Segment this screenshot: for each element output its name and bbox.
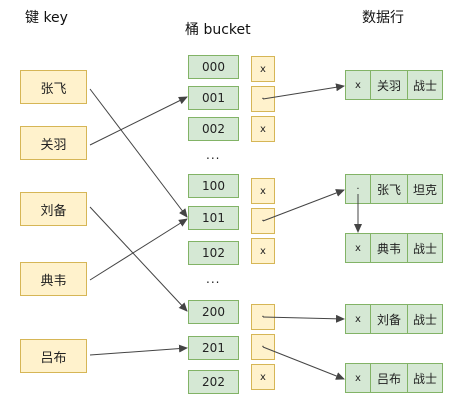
bucket-ellipsis-lower: ... xyxy=(206,272,221,286)
arrow-101-to-zhangfei-row xyxy=(262,189,345,222)
bucket-202: 202 xyxy=(188,370,239,394)
bucket-002: 002 xyxy=(188,117,239,141)
bucket-200: 200 xyxy=(188,300,239,324)
row-name: 张飞 xyxy=(370,174,408,204)
arrow-zhangfei-to-101 xyxy=(89,88,188,218)
row-role: 战士 xyxy=(407,363,443,393)
row-node-lvbu: x 吕布 战士 xyxy=(345,363,443,393)
key-dianwei: 典韦 xyxy=(20,262,87,296)
arrow-lvbu-to-201 xyxy=(89,344,188,356)
bucket-201: 201 xyxy=(188,336,239,360)
arrow-200-to-liubei-row xyxy=(262,314,345,323)
row-name: 刘备 xyxy=(370,304,408,334)
bucket-102: 102 xyxy=(188,241,239,265)
bucket-000: 000 xyxy=(188,55,239,79)
bucket-pointer-000: x xyxy=(251,56,275,82)
bucket-ellipsis-upper: ... xyxy=(206,148,221,162)
row-name: 典韦 xyxy=(370,233,408,263)
arrow-guanyu-to-001 xyxy=(89,96,188,146)
key-liubei: 刘备 xyxy=(20,192,87,226)
row-node-dianwei: x 典韦 战士 xyxy=(345,233,443,263)
key-lvbu: 吕布 xyxy=(20,339,87,373)
row-role: 战士 xyxy=(407,70,443,100)
row-node-liubei: x 刘备 战士 xyxy=(345,304,443,334)
row-role: 坦克 xyxy=(407,174,443,204)
row-node-zhangfei: · 张飞 坦克 xyxy=(345,174,443,204)
key-guanyu: 关羽 xyxy=(20,126,87,160)
row-name: 吕布 xyxy=(370,363,408,393)
key-zhangfei: 张飞 xyxy=(20,70,87,104)
bucket-pointer-002: x xyxy=(251,116,275,142)
bucket-001: 001 xyxy=(188,86,239,110)
row-role: 战士 xyxy=(407,304,443,334)
keys-column-header: 键 key xyxy=(25,10,68,26)
row-node-guanyu: x 关羽 战士 xyxy=(345,70,443,100)
bucket-pointer-100: x xyxy=(251,178,275,204)
row-role: 战士 xyxy=(407,233,443,263)
bucket-100: 100 xyxy=(188,174,239,198)
bucket-101: 101 xyxy=(188,206,239,230)
rows-column-header: 数据行 xyxy=(362,10,404,26)
row-next-pointer: x xyxy=(345,233,371,263)
arrow-liubei-to-200 xyxy=(89,206,188,312)
arrow-dianwei-to-101 xyxy=(89,218,188,281)
bucket-pointer-202: x xyxy=(251,364,275,390)
bucket-pointer-102: x xyxy=(251,238,275,264)
row-next-pointer: x xyxy=(345,304,371,334)
buckets-column-header: 桶 bucket xyxy=(185,22,251,38)
arrow-001-to-guanyu-row xyxy=(262,83,345,100)
arrow-201-to-lvbu-row xyxy=(262,346,345,380)
